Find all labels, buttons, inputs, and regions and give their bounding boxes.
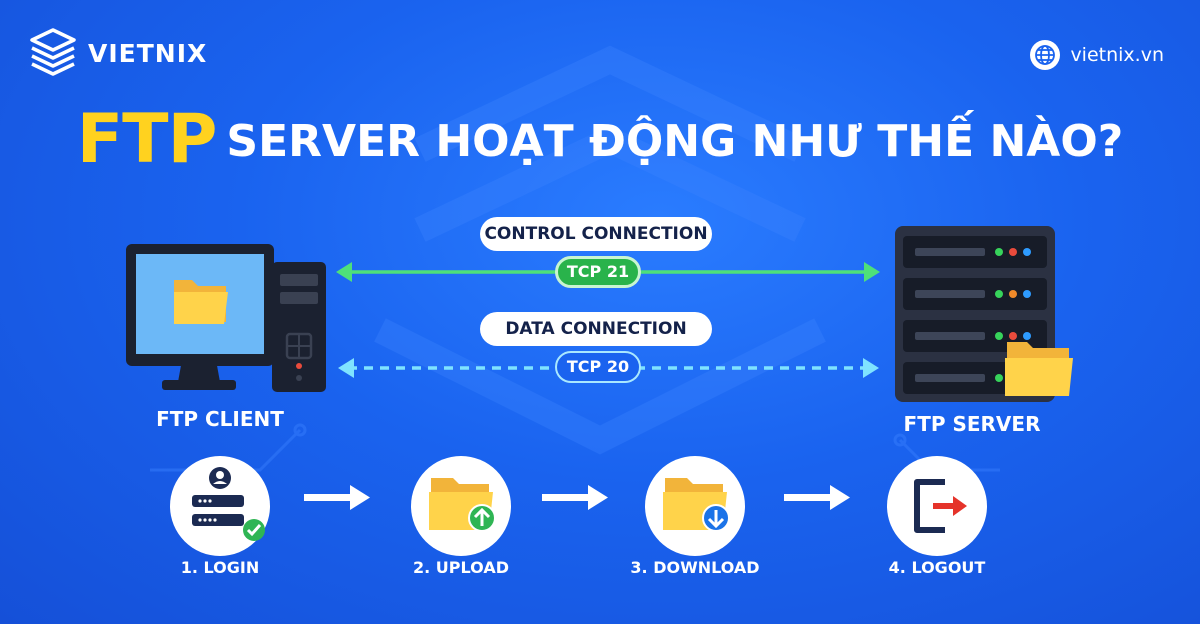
login-step	[170, 456, 270, 556]
login-label: 1. LOGIN	[180, 558, 260, 577]
arrow-3	[784, 485, 850, 510]
download-folder-icon	[663, 478, 730, 532]
website: vietnix.vn	[1030, 40, 1164, 70]
brand-name: VIETNIX	[88, 38, 208, 68]
data-connection-label: DATA CONNECTION	[480, 312, 712, 346]
logout-step	[887, 456, 987, 556]
title-highlight: FTP	[76, 100, 218, 179]
globe-icon	[1030, 40, 1061, 70]
upload-step	[411, 456, 511, 556]
logout-icon	[914, 479, 967, 533]
control-connection-label: CONTROL CONNECTION	[480, 217, 712, 251]
vietnix-logo-icon	[30, 28, 76, 76]
computer-icon	[126, 244, 326, 392]
arrow-1	[304, 485, 370, 510]
website-url: vietnix.vn	[1070, 44, 1164, 66]
server-rack-icon	[895, 226, 1073, 402]
logout-label: 4. LOGOUT	[888, 558, 986, 577]
download-step	[645, 456, 745, 556]
brand-logo: VIETNIX	[26, 26, 207, 80]
tcp21-badge: TCP 21	[555, 256, 641, 288]
ftp-server-label: FTP SERVER	[903, 412, 1041, 436]
download-label: 3. DOWNLOAD	[630, 558, 760, 577]
upload-label: 2. UPLOAD	[413, 558, 509, 577]
ftp-client-label: FTP CLIENT	[156, 407, 284, 431]
tcp20-badge: TCP 20	[555, 351, 641, 383]
login-icon	[192, 467, 265, 541]
title-rest: SERVER HOẠT ĐỘNG NHƯ THẾ NÀO?	[226, 116, 1124, 167]
arrow-2	[542, 485, 608, 510]
upload-folder-icon	[429, 478, 496, 532]
